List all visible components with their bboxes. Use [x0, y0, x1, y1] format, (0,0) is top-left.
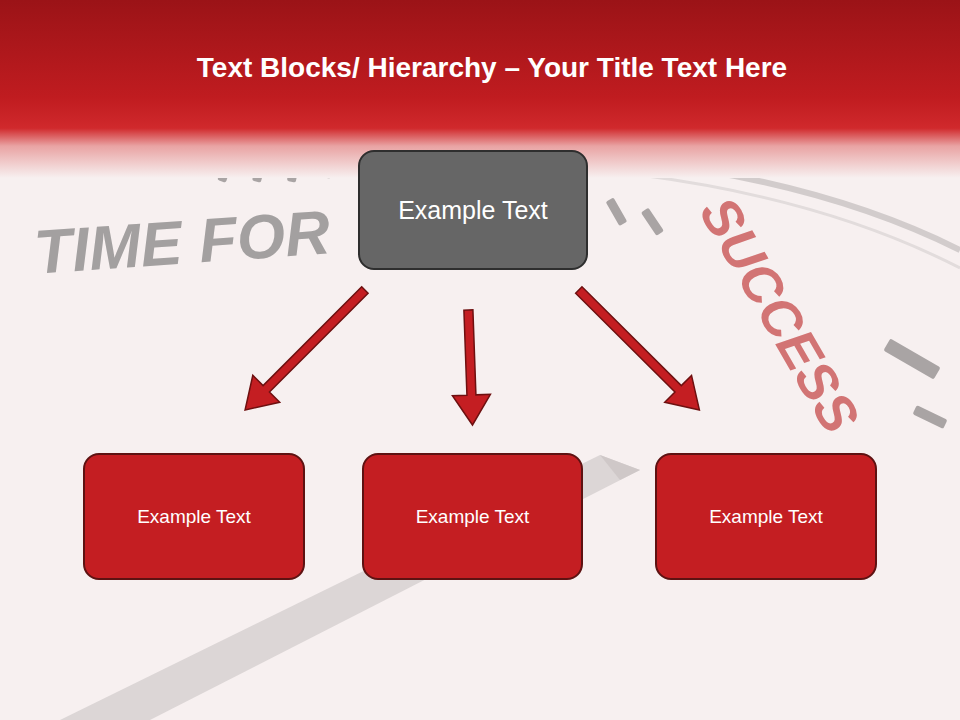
- box-text: Example Text: [416, 506, 530, 528]
- arrow-connector: [245, 287, 368, 410]
- child-box: Example Text: [362, 453, 583, 580]
- tick: [913, 405, 948, 429]
- tick: [641, 208, 664, 236]
- arrow-connector: [452, 310, 490, 425]
- arrow-connector: [576, 287, 700, 410]
- box-text: Example Text: [137, 506, 251, 528]
- box-text: Example Text: [398, 196, 548, 225]
- tick: [606, 197, 628, 226]
- tick: [883, 338, 940, 379]
- box-text: Example Text: [709, 506, 823, 528]
- slide-title: Text Blocks/ Hierarchy – Your Title Text…: [0, 52, 960, 84]
- clock-hand-tip: [600, 455, 640, 480]
- watermark-text: TIME FOR: [32, 201, 332, 284]
- watermark-text: SUCCESS: [691, 188, 868, 441]
- child-box: Example Text: [83, 453, 305, 580]
- parent-box: Example Text: [358, 150, 588, 270]
- child-box: Example Text: [655, 453, 877, 580]
